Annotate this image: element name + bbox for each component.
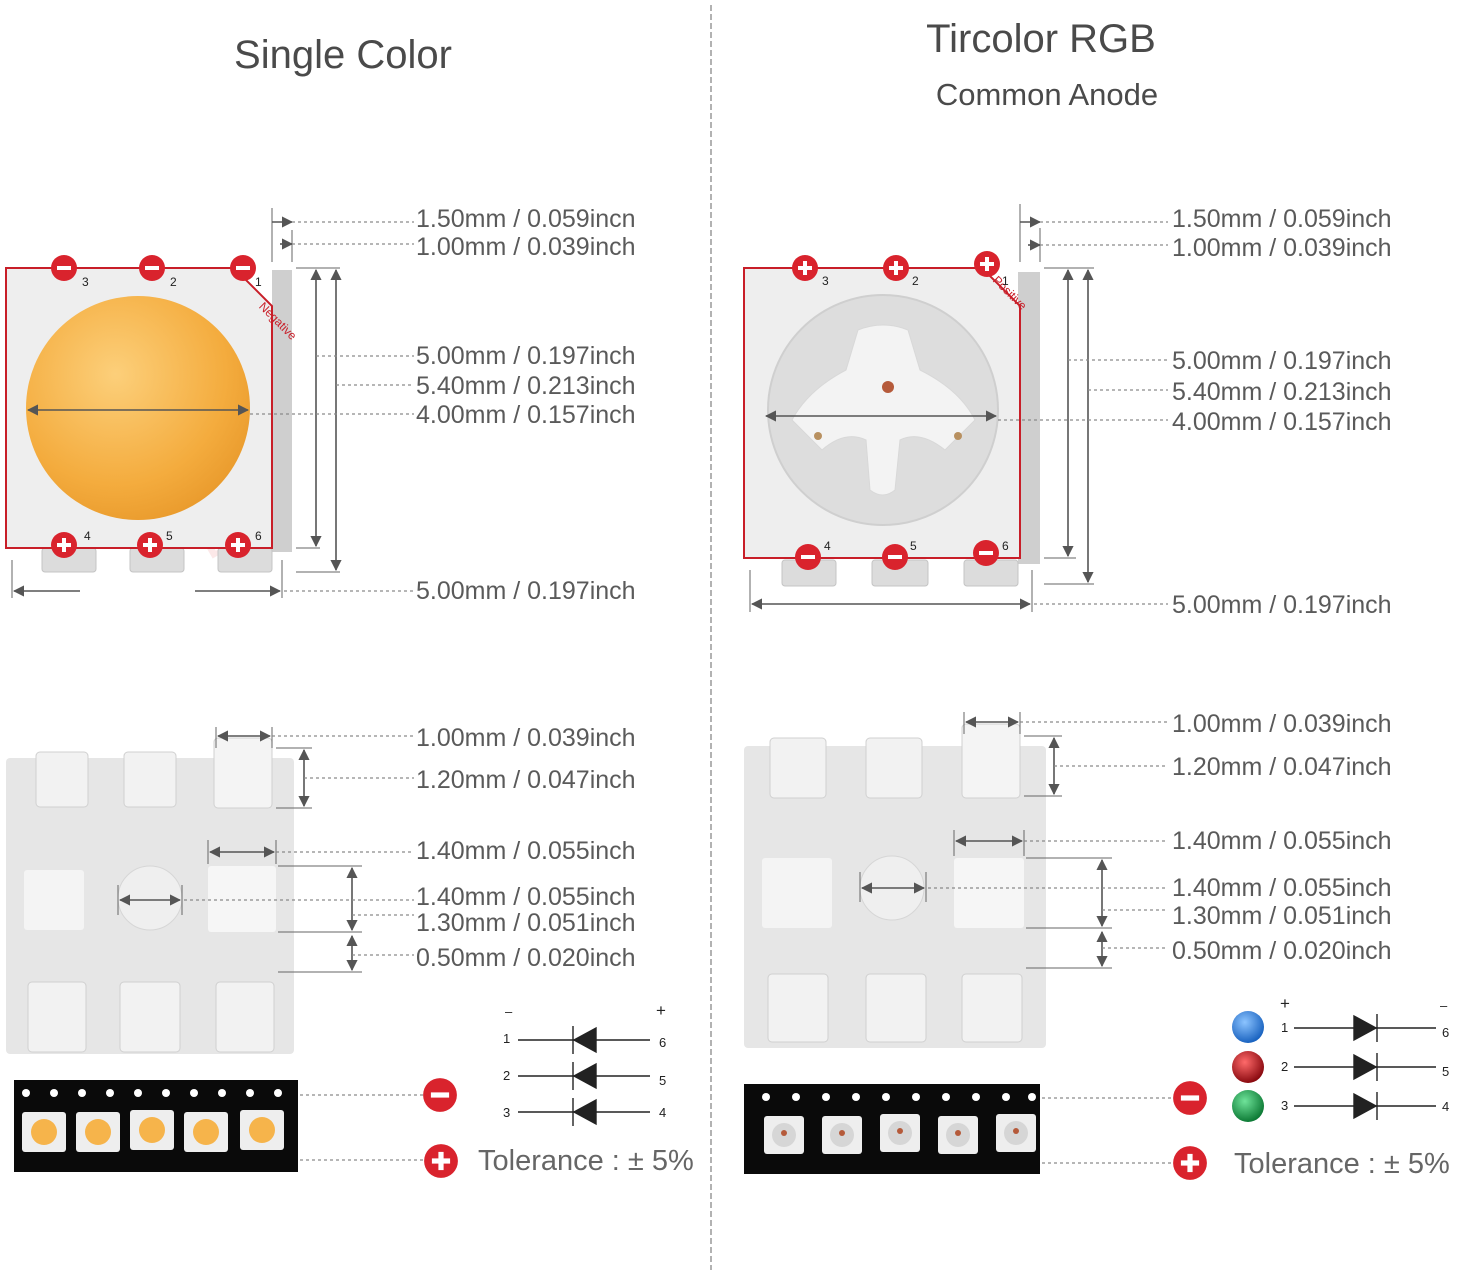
pin-number: 3 (82, 275, 89, 289)
schematic-plus-label: + (656, 1001, 666, 1020)
pin-number: 1 (255, 275, 262, 289)
right-top-dim-lines (749, 204, 1168, 612)
pin-number: 2 (170, 275, 177, 289)
dim-label: 0.50mm / 0.020inch (416, 944, 636, 972)
schematic-plus-label: + (1280, 994, 1290, 1013)
pin-number: 6 (1002, 539, 1009, 553)
minus-icon (51, 255, 77, 281)
pin-number: 2 (912, 274, 919, 288)
dim-label: 5.00mm / 0.197inch (1172, 591, 1392, 619)
left-bottom-view (6, 737, 294, 1054)
green-led-icon (1232, 1090, 1264, 1122)
left-panel: Single Color Negative 3 2 1 4 5 6 (5, 33, 694, 1178)
pin-number: 1 (1002, 274, 1009, 288)
schematic-minus-label: – (505, 1004, 513, 1019)
pin-number: 6 (659, 1035, 666, 1050)
dim-label: 1.20mm / 0.047inch (1172, 753, 1392, 781)
minus-icon (795, 544, 821, 570)
pin-number: 3 (822, 274, 829, 288)
left-bottom-dim-lines (117, 727, 414, 973)
pin-number: 4 (824, 539, 831, 553)
minus-icon (230, 255, 256, 281)
right-led-strip (744, 1084, 1040, 1174)
minus-icon (423, 1078, 457, 1112)
tolerance-label: Tolerance : ± 5% (478, 1145, 694, 1177)
dim-label: 1.40mm / 0.055inch (416, 883, 636, 911)
pin-number: 1 (1281, 1020, 1288, 1035)
dim-label: 1.00mm / 0.039inch (416, 724, 636, 752)
plus-icon (424, 1144, 458, 1178)
left-top-view: Negative 3 2 1 4 5 6 (5, 255, 300, 573)
pin-number: 3 (1281, 1098, 1288, 1113)
dim-label: 4.00mm / 0.157inch (416, 401, 636, 429)
blue-led-icon (1232, 1011, 1264, 1043)
dim-label: 1.40mm / 0.055inch (416, 837, 636, 865)
left-schematic: – + 1 2 3 6 5 4 (503, 1001, 666, 1126)
dim-label: 5.00mm / 0.197inch (416, 342, 636, 370)
right-subtitle: Common Anode (936, 77, 1158, 112)
pin-number: 1 (503, 1031, 510, 1046)
pin-number: 6 (255, 529, 262, 543)
dim-label: 4.00mm / 0.157inch (1172, 408, 1392, 436)
red-led-icon (1232, 1051, 1264, 1083)
plus-icon (51, 532, 77, 558)
right-bottom-view (744, 723, 1046, 1048)
dim-label: 1.50mm / 0.059inch (1172, 205, 1392, 233)
dim-label: 1.50mm / 0.059incn (416, 205, 636, 233)
plus-icon (137, 532, 163, 558)
left-led-strip (14, 1080, 298, 1172)
dim-label: 1.30mm / 0.051inch (1172, 902, 1392, 930)
dim-label: 1.40mm / 0.055inch (1172, 874, 1392, 902)
minus-icon (1173, 1081, 1207, 1115)
dim-label: 5.40mm / 0.213inch (1172, 378, 1392, 406)
pin-number: 5 (1442, 1064, 1449, 1079)
pin-number: 5 (166, 529, 173, 543)
dim-label: 0.50mm / 0.020inch (1172, 937, 1392, 965)
pin-number: 6 (1442, 1025, 1449, 1040)
dim-label: 1.40mm / 0.055inch (1172, 827, 1392, 855)
pin-number: 5 (659, 1073, 666, 1088)
led-die (954, 432, 962, 440)
dim-label: 5.00mm / 0.197inch (416, 577, 636, 605)
led-die (814, 432, 822, 440)
minus-icon (973, 540, 999, 566)
pin-number: 3 (503, 1105, 510, 1120)
right-schematic: + – 1 2 3 6 5 4 (1232, 994, 1449, 1122)
pin-number: 2 (1281, 1059, 1288, 1074)
pin-number: 5 (910, 539, 917, 553)
plus-icon (1173, 1146, 1207, 1180)
plus-icon (792, 255, 818, 281)
left-top-dim-lines (11, 208, 414, 598)
left-title: Single Color (234, 33, 452, 77)
dim-label: 5.40mm / 0.213inch (416, 372, 636, 400)
pin-number: 4 (1442, 1099, 1449, 1114)
dim-label: 1.00mm / 0.039inch (1172, 234, 1392, 262)
minus-icon (139, 255, 165, 281)
schematic-minus-label: – (1440, 998, 1448, 1013)
plus-icon (225, 532, 251, 558)
plus-icon (883, 255, 909, 281)
yellow-led-lens (26, 296, 250, 520)
minus-icon (882, 544, 908, 570)
right-title: Tircolor RGB (926, 17, 1156, 61)
dim-label: 1.00mm / 0.039inch (416, 233, 636, 261)
pin-number: 4 (659, 1105, 666, 1120)
right-top-view: Positive 3 2 1 4 5 6 (743, 251, 1040, 587)
tolerance-label: Tolerance : ± 5% (1234, 1148, 1450, 1180)
right-bottom-dim-lines (859, 712, 1168, 969)
dim-label: 1.00mm / 0.039inch (1172, 710, 1392, 738)
dim-label: 1.20mm / 0.047inch (416, 766, 636, 794)
dim-label: 1.30mm / 0.051inch (416, 909, 636, 937)
led-die (882, 381, 894, 393)
plus-icon (974, 251, 1000, 277)
pin-number: 2 (503, 1068, 510, 1083)
pin-number: 4 (84, 529, 91, 543)
dim-label: 5.00mm / 0.197inch (1172, 347, 1392, 375)
right-panel: Tircolor RGB Common Anode Positive 3 2 1 (743, 17, 1450, 1180)
